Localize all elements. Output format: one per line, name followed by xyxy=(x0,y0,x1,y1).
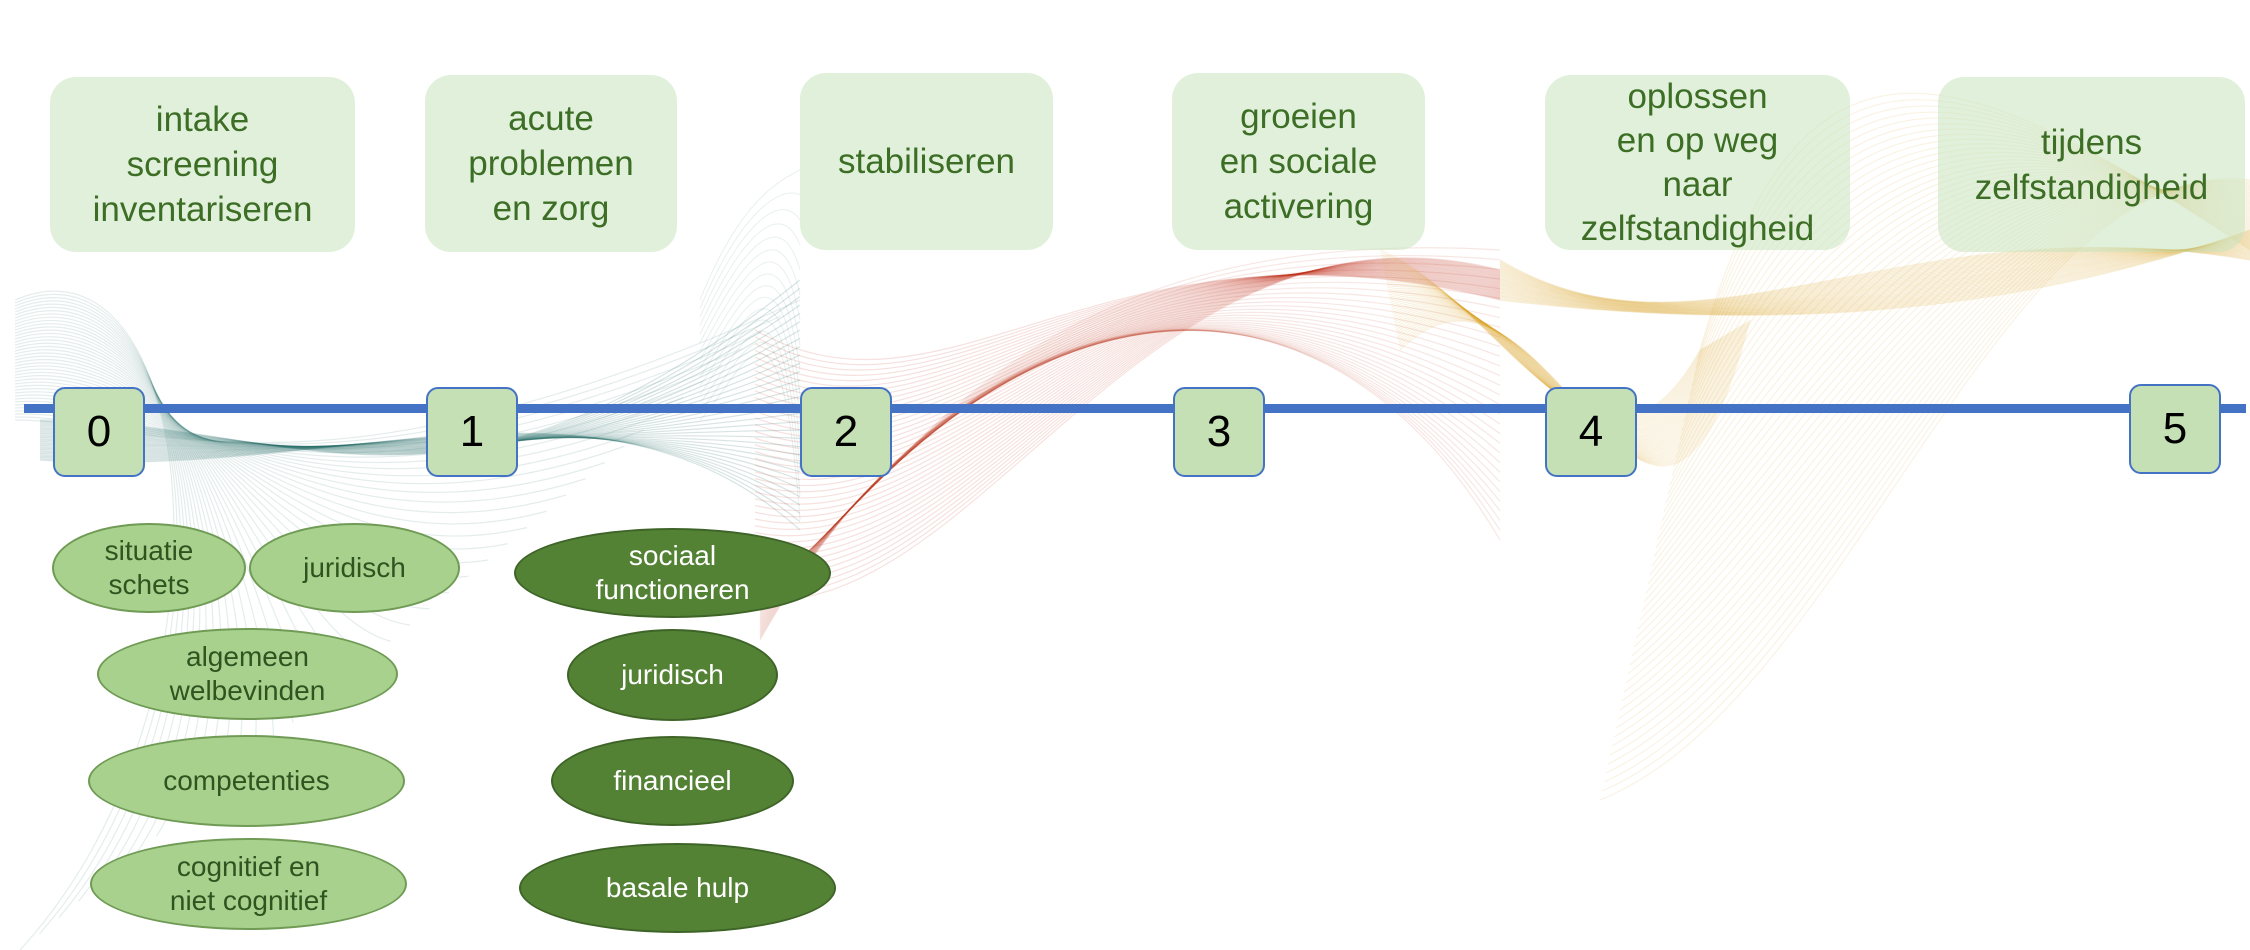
stage-marker-5: 5 xyxy=(2129,384,2221,474)
topic-financieel: financieel xyxy=(551,736,794,826)
stage-marker-1: 1 xyxy=(426,387,518,477)
topic-situatie-schets: situatie schets xyxy=(52,523,246,613)
phase-oplossen-box: oplossen en op weg naar zelfstandigheid xyxy=(1545,75,1850,250)
phase-tijdens-box: tijdens zelfstandigheid xyxy=(1938,77,2245,252)
phase-acute-box: acute problemen en zorg xyxy=(425,75,677,252)
stage-marker-4: 4 xyxy=(1545,387,1637,477)
stage-marker-2: 2 xyxy=(800,387,892,477)
topic-juridisch-intake: juridisch xyxy=(249,523,460,613)
topic-basale-hulp: basale hulp xyxy=(519,843,836,933)
timeline-axis xyxy=(24,404,2246,413)
topic-sociaal-functioneren: sociaal functioneren xyxy=(514,528,831,618)
phase-intake-box: intake screening inventariseren xyxy=(50,77,355,252)
topic-algemeen-welbevinden: algemeen welbevinden xyxy=(97,628,398,720)
stage-marker-0: 0 xyxy=(53,387,145,477)
phase-groeien-box: groeien en sociale activering xyxy=(1172,73,1425,250)
topic-competenties: competenties xyxy=(88,735,405,827)
phase-stabiliseren-box: stabiliseren xyxy=(800,73,1053,250)
topic-cognitief: cognitief en niet cognitief xyxy=(90,838,407,930)
stage-marker-3: 3 xyxy=(1173,387,1265,477)
topic-juridisch-acute: juridisch xyxy=(567,629,778,721)
